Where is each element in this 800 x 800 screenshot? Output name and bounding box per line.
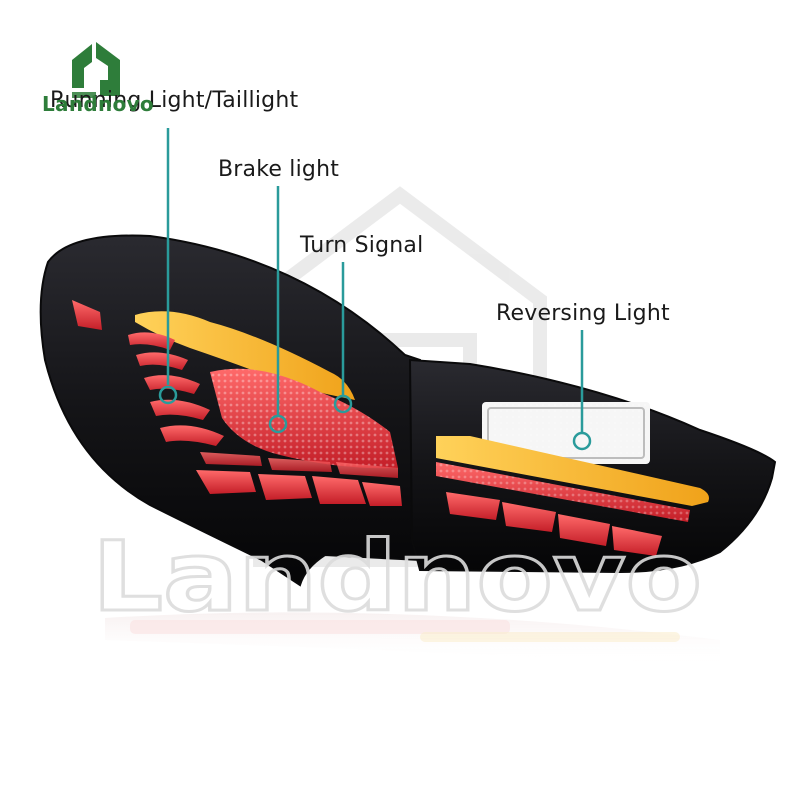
landnovo-logo-icon	[72, 42, 120, 98]
reflection	[105, 612, 720, 665]
lower-led-segments	[196, 452, 402, 506]
turn-signal-marker	[333, 394, 353, 414]
leader-lines	[158, 128, 592, 451]
outer-tail-lamp	[39, 234, 421, 587]
turn-signal-strip	[135, 311, 355, 400]
running-light-marker	[158, 385, 178, 405]
running-light-label: Running Light/Taillight	[50, 88, 299, 113]
inner-turn-signal-strip	[436, 436, 709, 506]
side-marker-light	[72, 300, 102, 330]
brake-light-label: Brake light	[218, 157, 340, 182]
running-light-blades	[128, 332, 224, 446]
reversing-light-marker	[572, 431, 592, 451]
inner-led-segments	[446, 492, 662, 556]
brand-name: Landnovo	[42, 92, 154, 116]
turn-signal-label: Turn Signal	[300, 233, 424, 258]
reversing-light-label: Reversing Light	[496, 301, 670, 326]
brake-light-marker	[268, 414, 288, 434]
inner-tail-lamp	[408, 358, 777, 574]
brand-watermark-text: Landnovo	[92, 521, 702, 633]
